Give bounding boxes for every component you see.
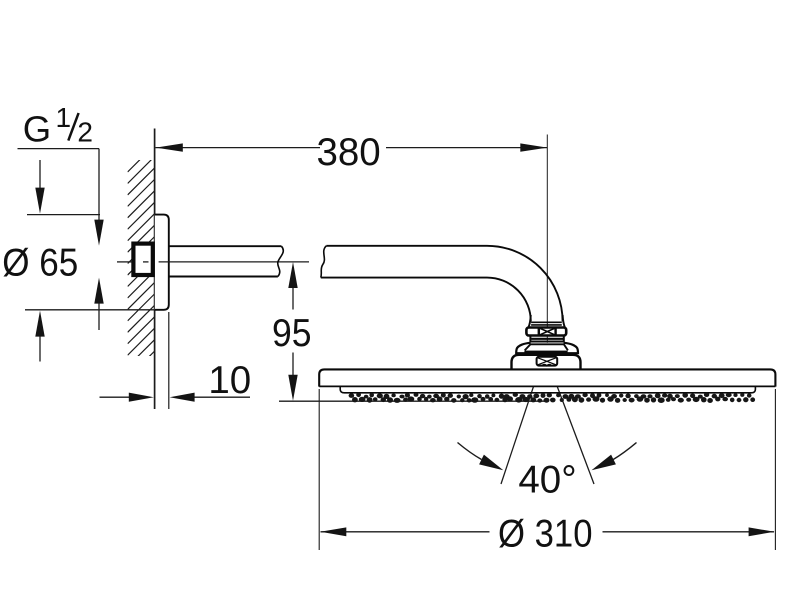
svg-text:10: 10 <box>208 359 251 402</box>
svg-text:95: 95 <box>272 312 312 355</box>
svg-text:G: G <box>23 109 51 150</box>
svg-text:2: 2 <box>77 117 93 148</box>
svg-text:1: 1 <box>56 102 72 133</box>
svg-text:40°: 40° <box>518 458 576 501</box>
svg-text:Ø 310: Ø 310 <box>498 512 593 555</box>
svg-text:Ø 65: Ø 65 <box>2 242 78 285</box>
svg-text:380: 380 <box>316 131 380 174</box>
